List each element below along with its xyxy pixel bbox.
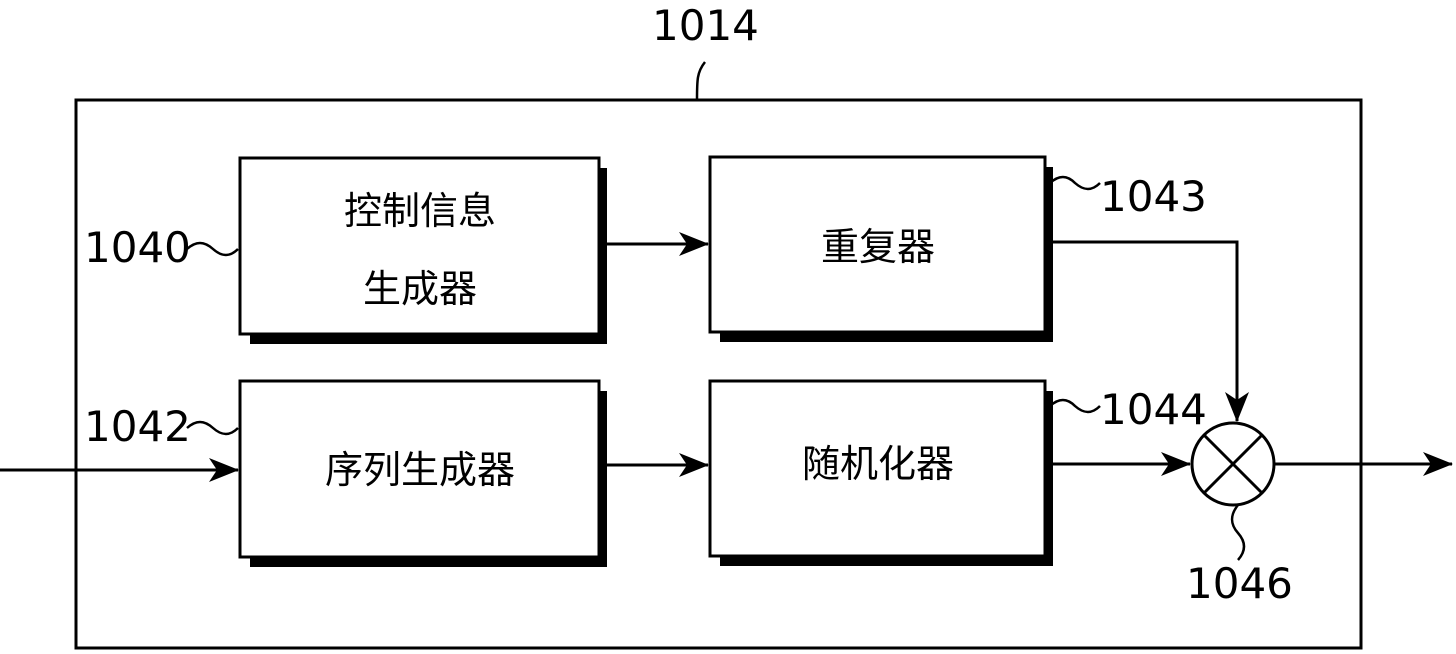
control-info-generator-block: 控制信息 生成器 (240, 158, 607, 344)
sequence-generator-block: 序列生成器 (240, 381, 607, 567)
randomizer-leader (1050, 400, 1100, 412)
multiplier-ref: 1046 (1186, 559, 1293, 608)
repeater-block: 重复器 (710, 157, 1053, 342)
sequence-generator-ref: 1042 (84, 402, 191, 451)
randomizer-block: 随机化器 (710, 381, 1053, 566)
control-info-label-line1: 控制信息 (344, 189, 496, 233)
randomizer-ref: 1044 (1100, 385, 1207, 434)
randomizer-label: 随机化器 (802, 442, 954, 486)
outer-block-ref: 1014 (652, 1, 759, 50)
repeater-ref: 1043 (1100, 172, 1207, 221)
repeater-label: 重复器 (821, 225, 935, 269)
repeater-leader (1050, 177, 1100, 189)
multiplier-leader (1232, 505, 1244, 560)
control-info-leader (187, 243, 238, 255)
sequence-generator-label: 序列生成器 (325, 448, 515, 492)
sequence-generator-leader (187, 422, 238, 434)
control-info-label-line2: 生成器 (363, 267, 477, 311)
control-info-ref: 1040 (84, 223, 191, 272)
multiplier-symbol (1192, 423, 1274, 505)
